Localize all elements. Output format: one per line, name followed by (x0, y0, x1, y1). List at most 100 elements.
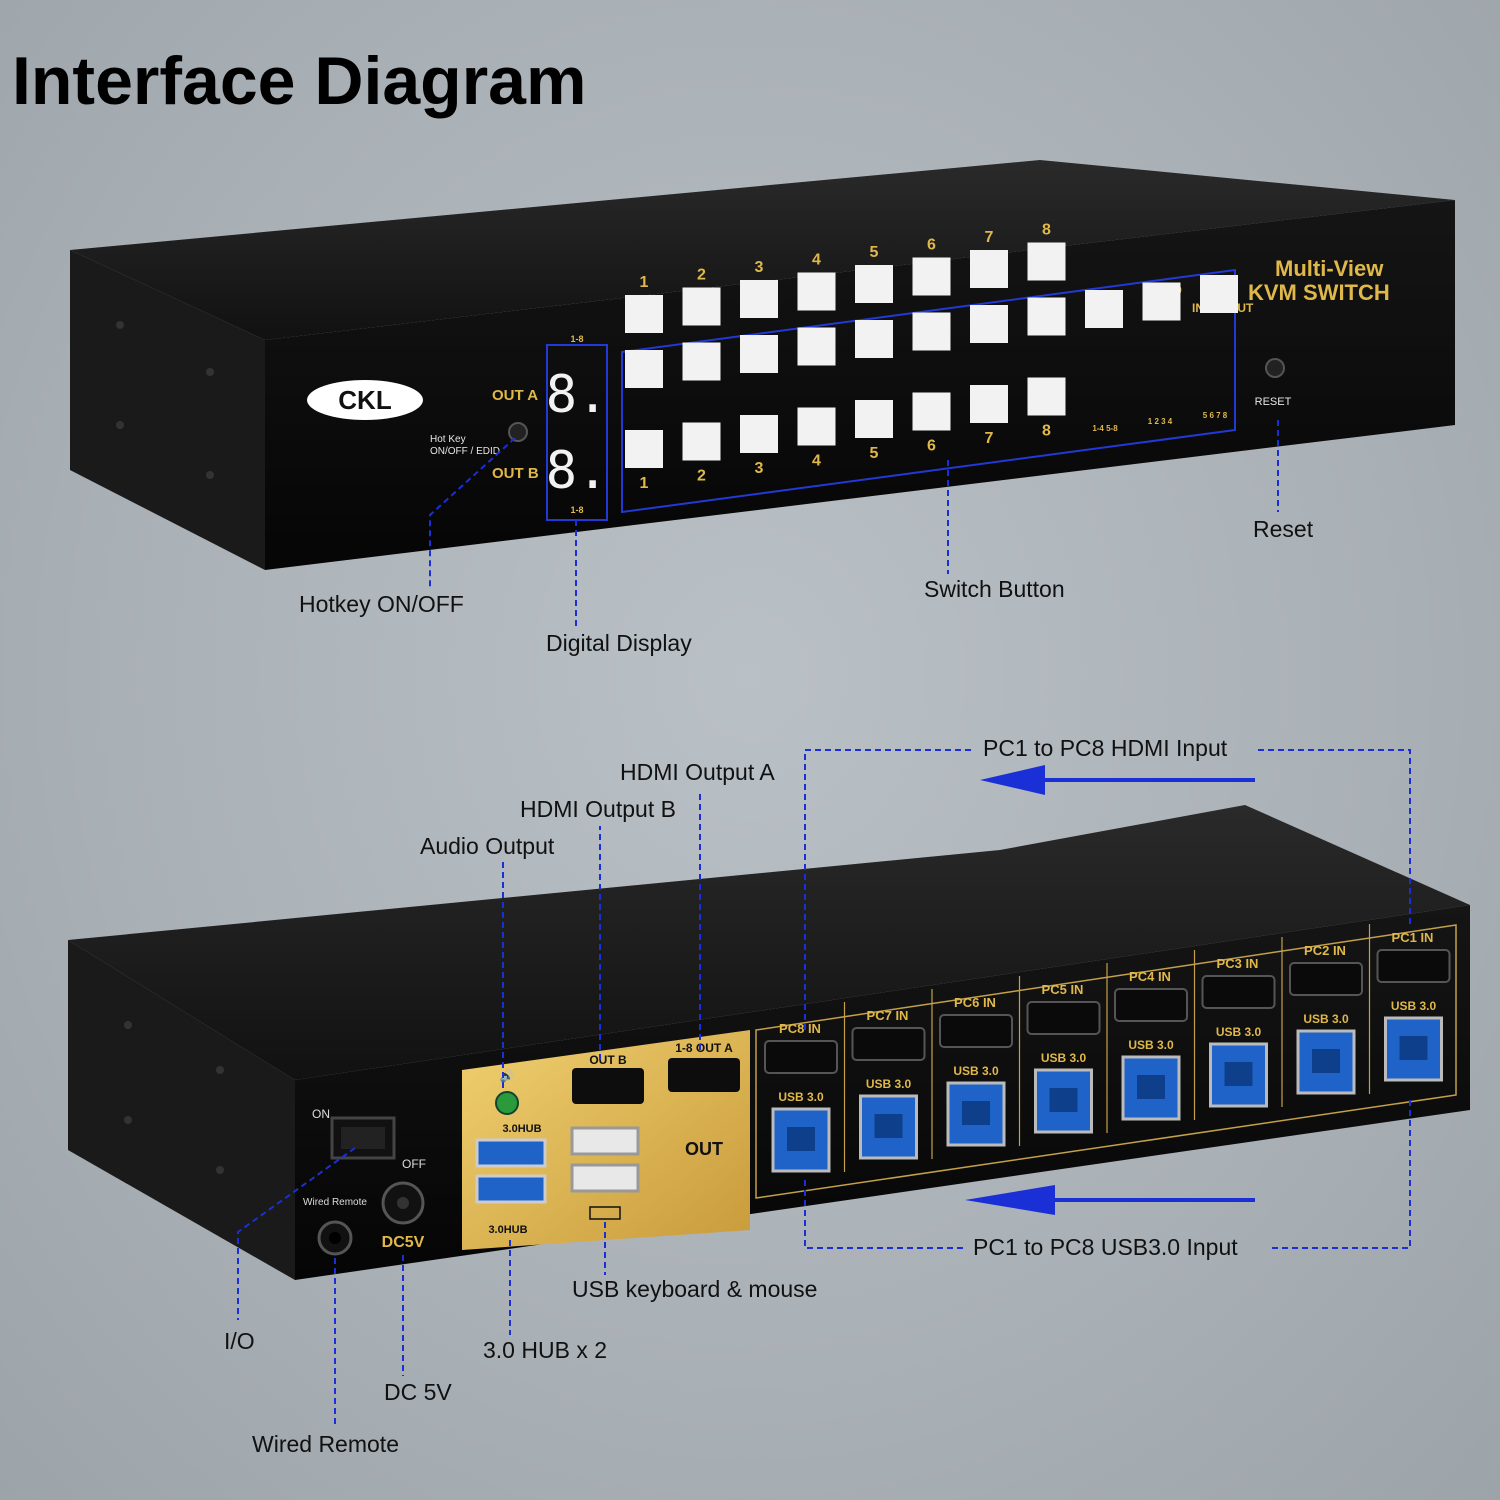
front-unit: CKL Hot Key ON/OFF / EDID OUT A OUT B 1-… (70, 160, 1455, 570)
switch-bottom-2[interactable] (682, 422, 721, 461)
switch-bottom-5[interactable] (855, 400, 893, 438)
product-line2: KVM SWITCH (1248, 280, 1390, 305)
callout-hdmi-output-a: HDMI Output A (620, 759, 775, 785)
switch-bottom-8[interactable] (1027, 377, 1066, 416)
switch-top-3[interactable] (740, 280, 778, 318)
out-a-label: OUT A (492, 387, 538, 404)
digital-display: 1-8 1-8 8. 8. (546, 334, 609, 521)
callout-audio-output: Audio Output (420, 833, 555, 859)
switch-top-5[interactable] (855, 265, 893, 303)
callout-reset: Reset (1253, 516, 1314, 542)
switch-top-4[interactable] (797, 272, 836, 311)
mouse-port[interactable] (570, 1163, 640, 1193)
switch-mid-8[interactable] (1027, 297, 1066, 336)
callout-hdmi-input: PC1 to PC8 HDMI Input (983, 735, 1228, 761)
switch-bottom-number: 2 (697, 468, 706, 485)
usb-port-label: USB 3.0 (1216, 1025, 1262, 1039)
hdmi-in-port[interactable] (1026, 1001, 1101, 1035)
switch-top-number: 4 (812, 252, 821, 269)
hub-port-2[interactable] (475, 1174, 547, 1204)
pc-port-label: PC3 IN (1217, 956, 1259, 971)
usb-port-label: USB 3.0 (866, 1077, 912, 1091)
keyboard-icon (589, 1206, 621, 1220)
pc-port-label: PC6 IN (954, 995, 996, 1010)
display-out-a: 8. (546, 365, 609, 425)
mode-button-3[interactable] (1200, 275, 1238, 313)
switch-bottom-4[interactable] (797, 407, 836, 446)
hotkey-button[interactable] (508, 422, 528, 442)
reset-button[interactable] (1265, 358, 1285, 378)
page-title: Interface Diagram (12, 43, 587, 119)
usb-port-label: USB 3.0 (1303, 1012, 1349, 1026)
switch-top-number: 5 (870, 244, 879, 261)
hdmi-in-port[interactable] (1376, 949, 1451, 983)
switch-bottom-number: 3 (755, 460, 764, 477)
usb-in-port[interactable] (1034, 1068, 1093, 1134)
switch-bottom-number: 4 (812, 453, 821, 470)
svg-text:CKL: CKL (338, 385, 392, 415)
pc-port-label: PC7 IN (867, 1008, 909, 1023)
switch-top-6[interactable] (912, 257, 951, 296)
hdmi-in-port[interactable] (1114, 988, 1188, 1022)
switch-mid-6[interactable] (912, 312, 951, 351)
callout-switch: Switch Button (924, 576, 1065, 602)
audio-port[interactable] (495, 1091, 519, 1115)
hdmi-in-port[interactable] (1201, 975, 1276, 1009)
out-b-label: OUT B (492, 465, 539, 482)
callout-io: I/O (224, 1328, 255, 1354)
usb-port-label: USB 3.0 (1391, 999, 1437, 1013)
product-line1: Multi-View (1275, 256, 1384, 281)
switch-top-7[interactable] (970, 250, 1008, 288)
hdmi-in-port[interactable] (1289, 962, 1363, 996)
power-off-label: OFF (402, 1157, 426, 1171)
hub-port-1[interactable] (475, 1138, 547, 1168)
hub-bottom-label: 3.0HUB (488, 1224, 527, 1236)
switch-top-2[interactable] (682, 287, 721, 326)
switch-mid-1[interactable] (625, 350, 663, 388)
mode-button-1[interactable] (1085, 290, 1123, 328)
switch-bottom-number: 7 (985, 430, 994, 447)
switch-bottom-1[interactable] (625, 430, 663, 468)
hdmi-in-port[interactable] (764, 1040, 838, 1074)
switch-bottom-6[interactable] (912, 392, 951, 431)
hotkey-label-line2: ON/OFF / EDID (430, 446, 500, 457)
switch-bottom-number: 6 (927, 438, 936, 455)
hub-top-label: 3.0HUB (502, 1123, 541, 1135)
hdmi-in-port[interactable] (939, 1014, 1013, 1048)
power-on-label: ON (312, 1107, 330, 1121)
switch-mid-2[interactable] (682, 342, 721, 381)
arrows (965, 765, 1255, 1215)
switch-bottom-3[interactable] (740, 415, 778, 453)
svg-text:1-8: 1-8 (570, 334, 583, 344)
keyboard-port[interactable] (570, 1126, 640, 1156)
mode-label-3: 5 6 7 8 (1203, 411, 1228, 420)
hdmi-out-a-label: 1-8 OUT A (675, 1041, 733, 1055)
out-panel-label: OUT (685, 1139, 723, 1159)
switch-mid-5[interactable] (855, 320, 893, 358)
svg-text:1-8: 1-8 (570, 505, 583, 515)
pc-port-label: PC8 IN (779, 1021, 821, 1036)
callout-hdmi-output-b: HDMI Output B (520, 796, 676, 822)
callout-hub: 3.0 HUB x 2 (483, 1337, 607, 1363)
switch-top-1[interactable] (625, 295, 663, 333)
switch-top-number: 7 (985, 229, 994, 246)
mode-label-1: 1-4 5-8 (1092, 424, 1118, 433)
hdmi-out-a-port[interactable] (668, 1058, 740, 1092)
switch-mid-3[interactable] (740, 335, 778, 373)
hdmi-in-port[interactable] (851, 1027, 926, 1061)
switch-mid-7[interactable] (970, 305, 1008, 343)
switch-bottom-7[interactable] (970, 385, 1008, 423)
mode-button-2[interactable] (1142, 282, 1181, 321)
ckl-logo: CKL (307, 380, 423, 420)
wired-remote-label: Wired Remote (303, 1197, 367, 1208)
switch-mid-4[interactable] (797, 327, 836, 366)
callout-keyboard-mouse: USB keyboard & mouse (572, 1276, 818, 1302)
rear-unit: ON OFF Wired Remote DC5V 🔊 OUT B 1-8 OUT… (68, 805, 1470, 1280)
hotkey-label-line1: Hot Key (430, 434, 466, 445)
hdmi-out-b-port[interactable] (572, 1068, 644, 1104)
callout-usb-input: PC1 to PC8 USB3.0 Input (973, 1234, 1238, 1260)
front-callout-lines (429, 420, 1279, 628)
callout-hotkey: Hotkey ON/OFF (299, 591, 464, 617)
switch-top-8[interactable] (1027, 242, 1066, 281)
